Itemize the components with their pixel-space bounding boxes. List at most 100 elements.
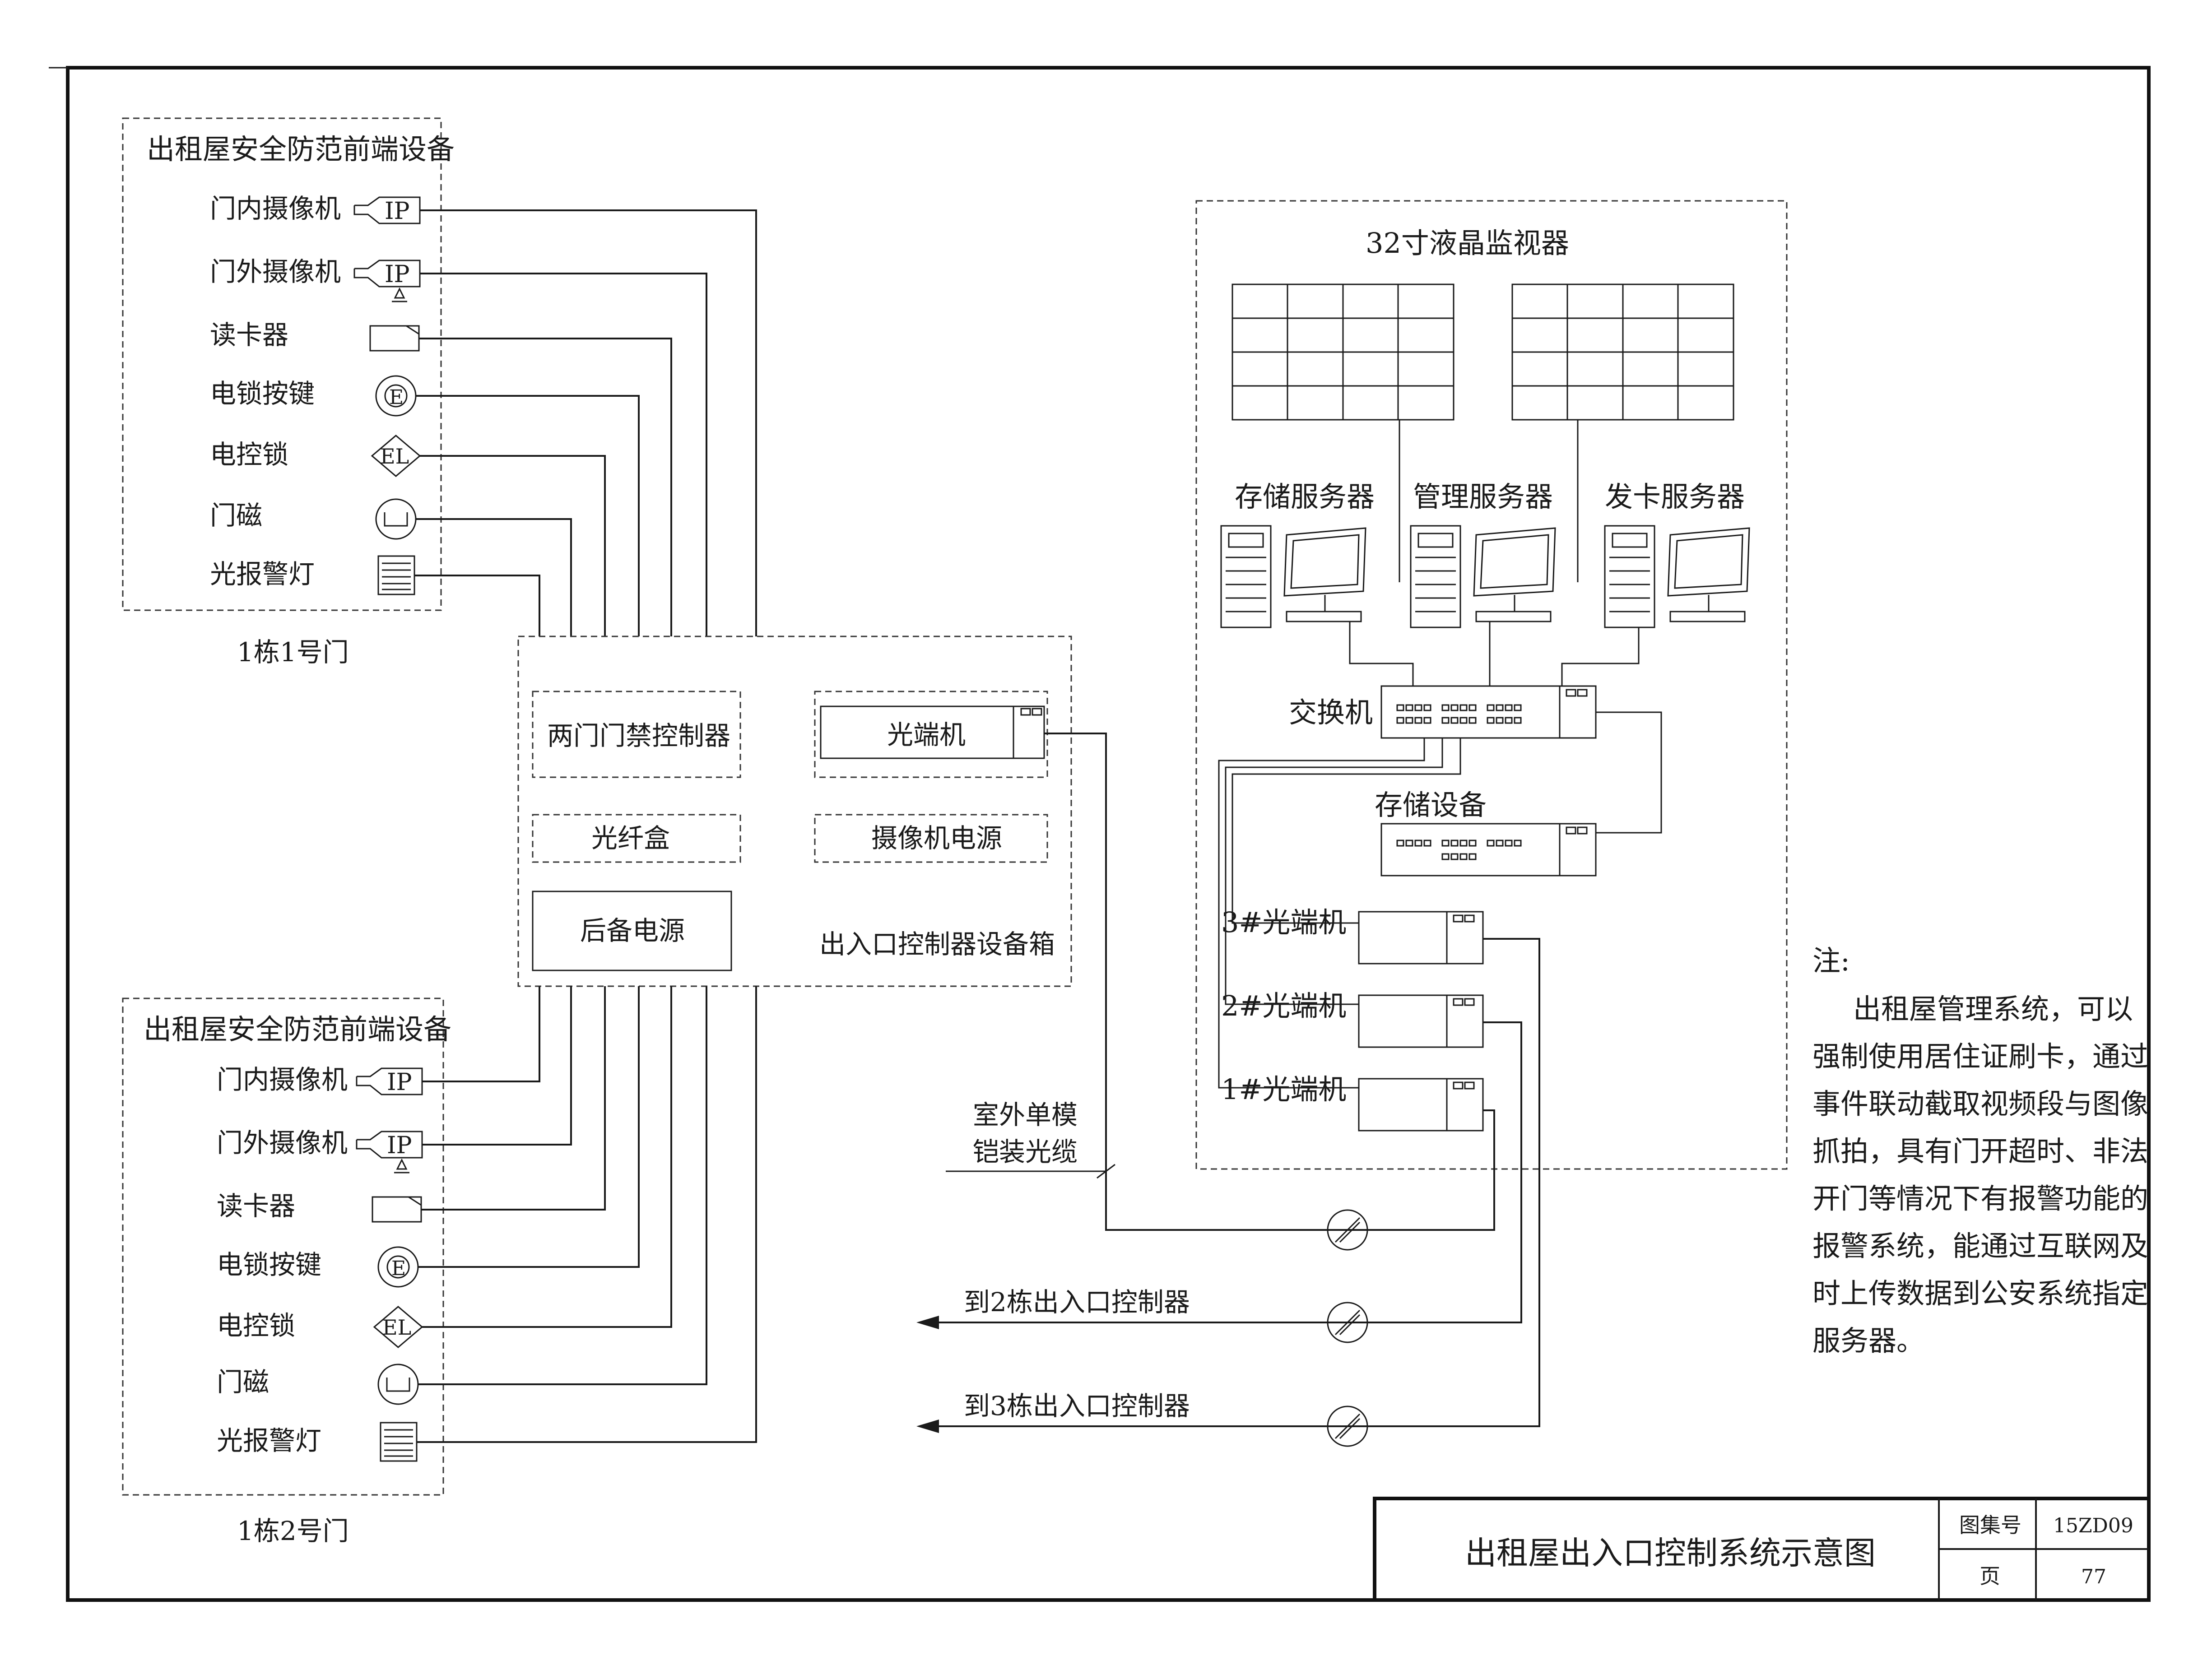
door2-device-label: 门外摄像机 (217, 1127, 348, 1158)
fiber-cables: 室外单模 铠装光缆 到2栋出入口控制器 到3栋出入口控制器 (916, 733, 1540, 1447)
camera-power-box (814, 814, 1048, 863)
arrow-icon (916, 1316, 939, 1329)
electric-lock-icon: EL (371, 435, 421, 477)
management-server-icon (1410, 525, 1461, 628)
controller-equipment-box: 两门门禁控制器 光端机 光纤盒 摄像机电源 后备电源 出入口控制器设备箱 (517, 636, 1072, 987)
optical-transceiver-2-icon (1358, 994, 1484, 1048)
door-contact-icon (375, 498, 417, 540)
workstation-monitor-icon (1473, 527, 1556, 622)
door2-frontend-box (122, 997, 444, 1496)
door2-device-label: 电控锁 (217, 1310, 295, 1341)
light-alarm-icon (380, 1422, 418, 1462)
note-line: 时上传数据到公安系统指定 (1812, 1277, 2148, 1310)
cable-label-line2: 铠装光缆 (973, 1137, 1078, 1167)
card-reader-icon (372, 1196, 422, 1223)
backup-power-label: 后备电源 (580, 915, 685, 946)
network-switch-icon (1380, 685, 1597, 739)
to-building2-label: 到2栋出入口控制器 (964, 1287, 1190, 1317)
workstation-monitor-icon (1667, 527, 1750, 622)
door2-device-label: 门磁 (217, 1367, 269, 1397)
svg-text:IP: IP (387, 1069, 412, 1096)
note-line: 事件联动截取视频段与图像 (1812, 1087, 2148, 1120)
svg-text:IP: IP (387, 1132, 412, 1159)
atlas-number: 15ZD09 (2053, 1514, 2133, 1537)
monitoring-center-group: 32寸液晶监视器 存储服务器 管理服务器 发卡服务器 (1195, 200, 1788, 1170)
door1-device-label: 电控锁 (210, 439, 288, 470)
transceiver-label: 3#光端机 (1221, 906, 1346, 939)
title-block: 出租屋出入口控制系统示意图 图集号 15ZD09 页 77 (1373, 1497, 2151, 1602)
note-line: 抓拍，具有门开超时、非法 (1812, 1135, 2148, 1168)
optical-transceiver-label: 光端机 (887, 719, 966, 750)
server-label: 存储服务器 (1235, 480, 1375, 513)
armored-cable-icon (1327, 1209, 1368, 1251)
door1-device-label: 读卡器 (210, 320, 288, 350)
arrow-icon (916, 1420, 939, 1433)
svg-text:IP: IP (385, 261, 410, 288)
page-label: 页 (1980, 1564, 2000, 1588)
to-building3-label: 到3栋出入口控制器 (964, 1391, 1190, 1421)
note-line: 服务器。 (1812, 1324, 1924, 1357)
transceiver-label: 1#光端机 (1221, 1073, 1346, 1106)
card-issuing-server-icon (1604, 525, 1655, 628)
svg-text:E: E (389, 386, 404, 409)
svg-text:EL: EL (382, 1315, 411, 1340)
storage-device-icon (1380, 823, 1597, 877)
monitor-wall-icon (1511, 283, 1734, 421)
ip-camera-icon: IP (353, 196, 421, 225)
exit-button-icon: E (377, 1246, 419, 1288)
door2-frontend-group: 出租屋安全防范前端设备 门内摄像机 门外摄像机 读卡器 电锁按键 电控锁 门磁 … (122, 997, 451, 1546)
page-number: 77 (2081, 1565, 2106, 1588)
camera-power-label: 摄像机电源 (871, 823, 1002, 854)
server-label: 管理服务器 (1413, 480, 1553, 513)
door1-device-label: 门外摄像机 (210, 256, 341, 287)
door1-caption: 1栋1号门 (237, 637, 349, 668)
door2-caption: 1栋2号门 (237, 1516, 349, 1546)
door2-box-title: 出租屋安全防范前端设备 (144, 1013, 451, 1046)
atlas-label: 图集号 (1959, 1513, 2021, 1537)
exit-button-icon: E (375, 375, 417, 417)
storage-device-label: 存储设备 (1375, 789, 1487, 821)
card-reader-icon (369, 325, 420, 352)
drawing-title: 出租屋出入口控制系统示意图 (1465, 1535, 1876, 1572)
workstation-monitor-icon (1283, 527, 1366, 622)
armored-cable-icon (1327, 1302, 1368, 1343)
note-line: 开门等情况下有报警功能的 (1812, 1182, 2148, 1215)
optical-transceiver-1-icon (1358, 1078, 1484, 1132)
monitoring-center-box (1195, 200, 1788, 1170)
monitor-label: 32寸液晶监视器 (1366, 227, 1569, 260)
monitor-wall-icon (1231, 283, 1455, 421)
ip-camera-outdoor-icon: IP (353, 260, 421, 302)
drawing-frame (66, 66, 2151, 1602)
optical-transceiver-icon (820, 705, 1045, 759)
door1-frontend-box (122, 117, 442, 611)
light-alarm-icon (377, 555, 415, 595)
door2-device-label: 门内摄像机 (217, 1064, 348, 1095)
controller-box-title: 出入口控制器设备箱 (819, 929, 1055, 960)
fiber-box-label: 光纤盒 (591, 823, 670, 854)
ip-camera-icon: IP (356, 1067, 423, 1096)
controller-box-outline (517, 636, 1072, 987)
note-block: 注: 出租屋管理系统，可以 强制使用居住证刷卡，通过 事件联动截取视频段与图像 … (1812, 944, 2148, 1357)
two-door-controller-box (532, 691, 741, 778)
backup-power-box (532, 891, 732, 971)
server-label: 发卡服务器 (1605, 480, 1745, 513)
door-contact-icon (377, 1364, 419, 1405)
ip-camera-outdoor-icon: IP (356, 1131, 423, 1174)
armored-cable-icon (1327, 1406, 1368, 1447)
note-line: 出租屋管理系统，可以 (1853, 993, 2133, 1025)
electric-lock-icon: EL (373, 1306, 423, 1348)
door1-device-label: 电锁按键 (210, 378, 315, 409)
note-heading: 注: (1812, 944, 1850, 977)
svg-text:IP: IP (385, 198, 410, 225)
door2-device-label: 读卡器 (217, 1191, 295, 1221)
door1-device-label: 光报警灯 (210, 559, 315, 589)
transceiver-label: 2#光端机 (1221, 989, 1346, 1022)
switch-label: 交换机 (1289, 696, 1373, 729)
cable-label-line1: 室外单模 (973, 1099, 1078, 1130)
door2-device-label: 电锁按键 (217, 1249, 321, 1280)
door1-frontend-group: 出租屋安全防范前端设备 门内摄像机 门外摄像机 读卡器 电锁按键 电控锁 门磁 … (122, 117, 455, 668)
note-line: 强制使用居住证刷卡，通过 (1812, 1040, 2148, 1073)
svg-text:EL: EL (380, 444, 409, 469)
svg-text:E: E (391, 1257, 406, 1280)
